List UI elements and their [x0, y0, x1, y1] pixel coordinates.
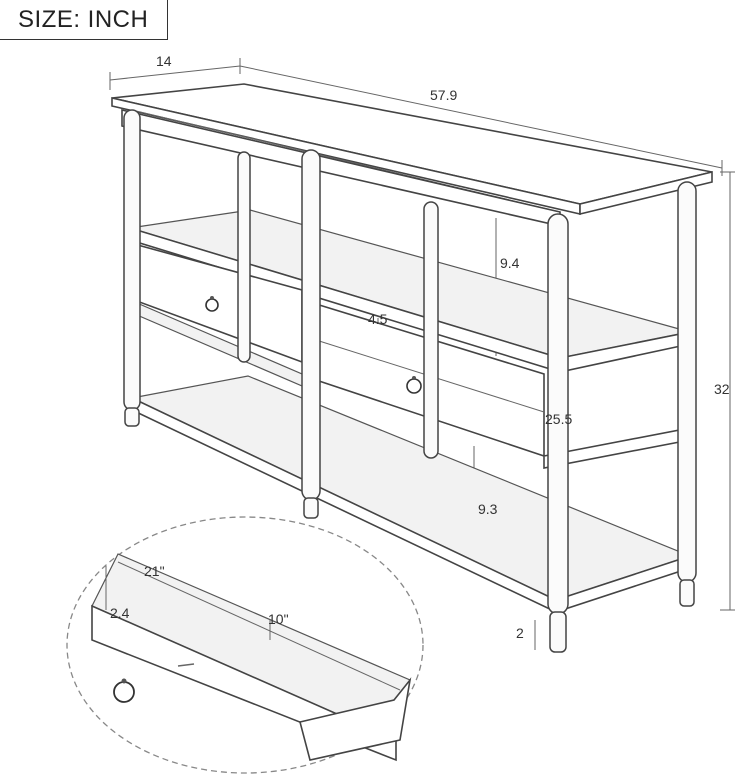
right-drawer-knob-icon [412, 376, 416, 380]
right-drawer-ring-pull-icon [406, 378, 422, 394]
dim-drawer-height: 4.5 [368, 311, 388, 327]
dim-height: 32 [714, 381, 730, 397]
dim-upper-gap: 9.4 [500, 255, 520, 271]
left-drawer-ring-pull-icon [205, 298, 219, 312]
size-label-box: SIZE: INCH [0, 0, 168, 40]
left-drawer-knob-icon [210, 296, 214, 300]
dim-depth: 14 [156, 53, 172, 69]
legs [123, 109, 697, 653]
inset-drawer-depth: 21" [144, 563, 165, 579]
dim-foot-height: 2 [516, 625, 524, 641]
inset-drawer-slot [177, 663, 195, 667]
drawer-detail-inset [66, 516, 424, 774]
dim-lower-gap: 9.3 [478, 501, 498, 517]
dim-width: 57.9 [430, 87, 457, 103]
size-label: SIZE: INCH [18, 6, 149, 33]
inset-ring-pull-icon [113, 681, 135, 703]
inset-knob-icon [121, 678, 127, 684]
table-top [111, 83, 713, 216]
dim-middle-height: 25.5 [545, 411, 572, 427]
inset-drawer-side: 2.4 [110, 605, 130, 621]
inset-drawer-length: 10" [268, 611, 289, 627]
